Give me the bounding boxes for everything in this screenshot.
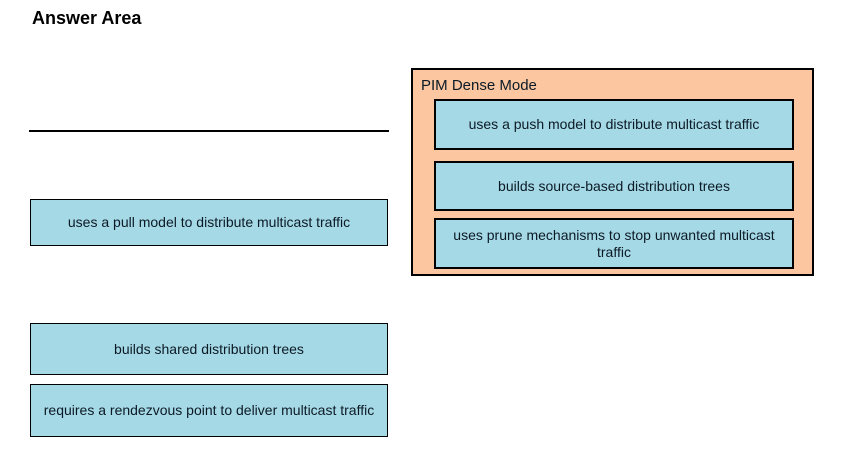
draggable-option-shared-trees[interactable]: builds shared distribution trees	[30, 323, 388, 375]
empty-answer-slot-line[interactable]	[29, 130, 389, 132]
option-label: uses a pull model to distribute multicas…	[67, 214, 351, 230]
placed-option-prune-mechanisms[interactable]: uses prune mechanisms to stop unwanted m…	[434, 218, 794, 269]
option-label: builds shared distribution trees	[114, 340, 304, 357]
option-label: uses a push model to distribute multicas…	[468, 116, 760, 132]
page-title: Answer Area	[32, 8, 142, 28]
drop-target-title: PIM Dense Mode	[421, 77, 537, 94]
draggable-option-pull-model[interactable]: uses a pull model to distribute multicas…	[30, 199, 388, 246]
option-label: requires a rendezvous point to deliver m…	[43, 402, 375, 418]
placed-option-source-based-trees[interactable]: builds source-based distribution trees	[434, 161, 794, 211]
option-label: builds source-based distribution trees	[498, 177, 730, 194]
option-label: uses prune mechanisms to stop unwanted m…	[453, 226, 775, 260]
drop-target-pim-dense-mode[interactable]: PIM Dense Mode uses a push model to dist…	[411, 68, 814, 276]
placed-option-push-model[interactable]: uses a push model to distribute multicas…	[434, 99, 794, 150]
draggable-option-rendezvous-point[interactable]: requires a rendezvous point to deliver m…	[30, 384, 388, 437]
